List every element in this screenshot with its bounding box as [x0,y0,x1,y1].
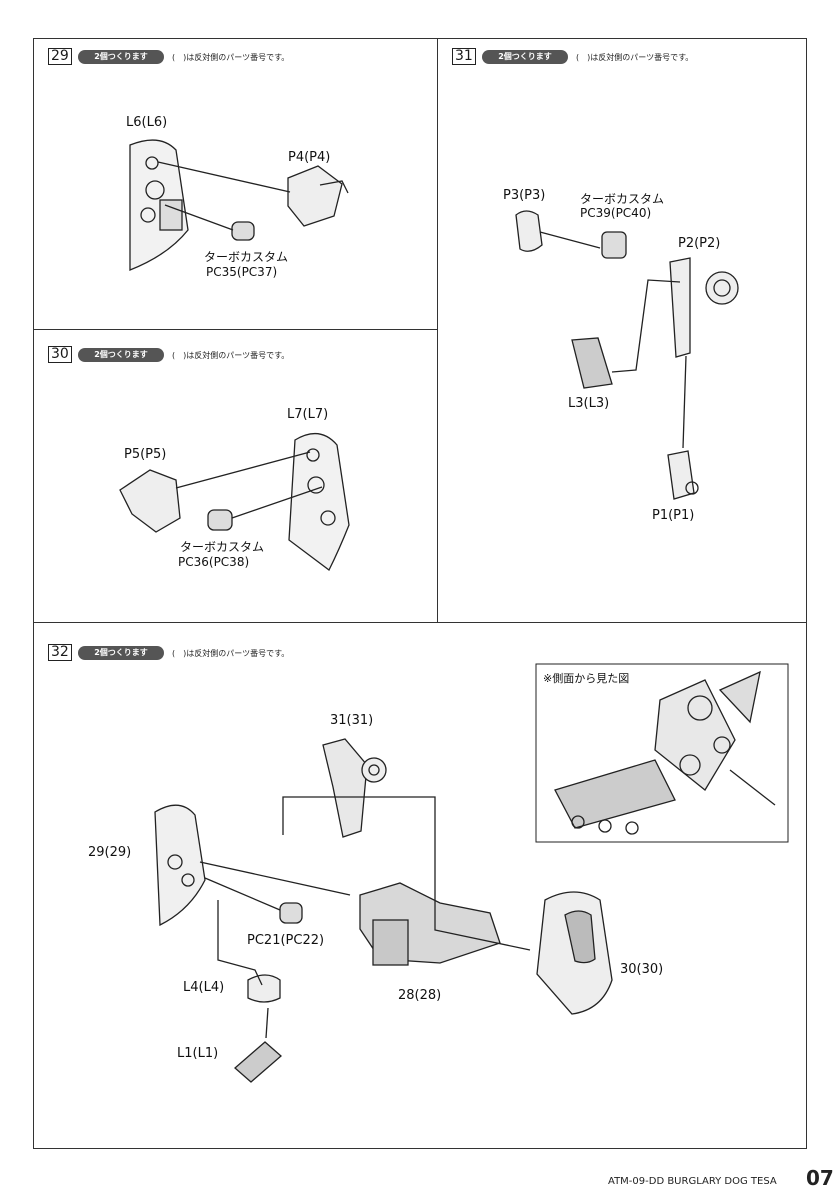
label-ref-31: 31(31) [330,713,374,728]
step-number-29: 29 [48,48,72,65]
label-pc39: PC39(PC40) [580,206,652,220]
step-number-30: 30 [48,346,72,363]
label-p2: P2(P2) [678,236,721,251]
label-ref-28: 28(28) [398,988,442,1003]
label-l7: L7(L7) [287,407,329,422]
make-two-badge-30: 2個つくります [78,348,164,362]
label-pc39-title: ターボカスタム [580,192,665,206]
label-l4: L4(L4) [183,980,225,995]
label-p5: P5(P5) [124,447,167,462]
label-l1: L1(L1) [177,1046,219,1061]
label-pc36: PC36(PC38) [178,555,250,569]
make-two-badge-32: 2個つくります [78,646,164,660]
label-pc21: PC21(PC22) [247,933,325,948]
note-29: ( )は反対側のパーツ番号です。 [172,53,290,62]
label-pc35: PC35(PC37) [206,265,278,279]
make-two-badge-29: 2個つくります [78,50,164,64]
label-p1: P1(P1) [652,508,695,523]
note-32: ( )は反対側のパーツ番号です。 [172,649,290,658]
label-pc35-title: ターボカスタム [204,250,289,264]
label-l6: L6(L6) [126,115,168,130]
page-number: 07 [806,1166,834,1190]
label-ref-30: 30(30) [620,962,664,977]
note-31: ( )は反対側のパーツ番号です。 [576,53,694,62]
label-p4: P4(P4) [288,150,331,165]
label-pc36-title: ターボカスタム [180,540,265,554]
note-30: ( )は反対側のパーツ番号です。 [172,351,290,360]
step-number-31: 31 [452,48,476,65]
label-ref-29: 29(29) [88,845,132,860]
label-l3: L3(L3) [568,396,610,411]
side-view-caption: ※側面から見た図 [543,672,630,685]
step-number-32: 32 [48,644,72,661]
model-footer: ATM-09-DD BURGLARY DOG TESA [608,1176,777,1187]
label-p3: P3(P3) [503,188,546,203]
panel-step-32 [33,622,807,1149]
make-two-badge-31: 2個つくります [482,50,568,64]
